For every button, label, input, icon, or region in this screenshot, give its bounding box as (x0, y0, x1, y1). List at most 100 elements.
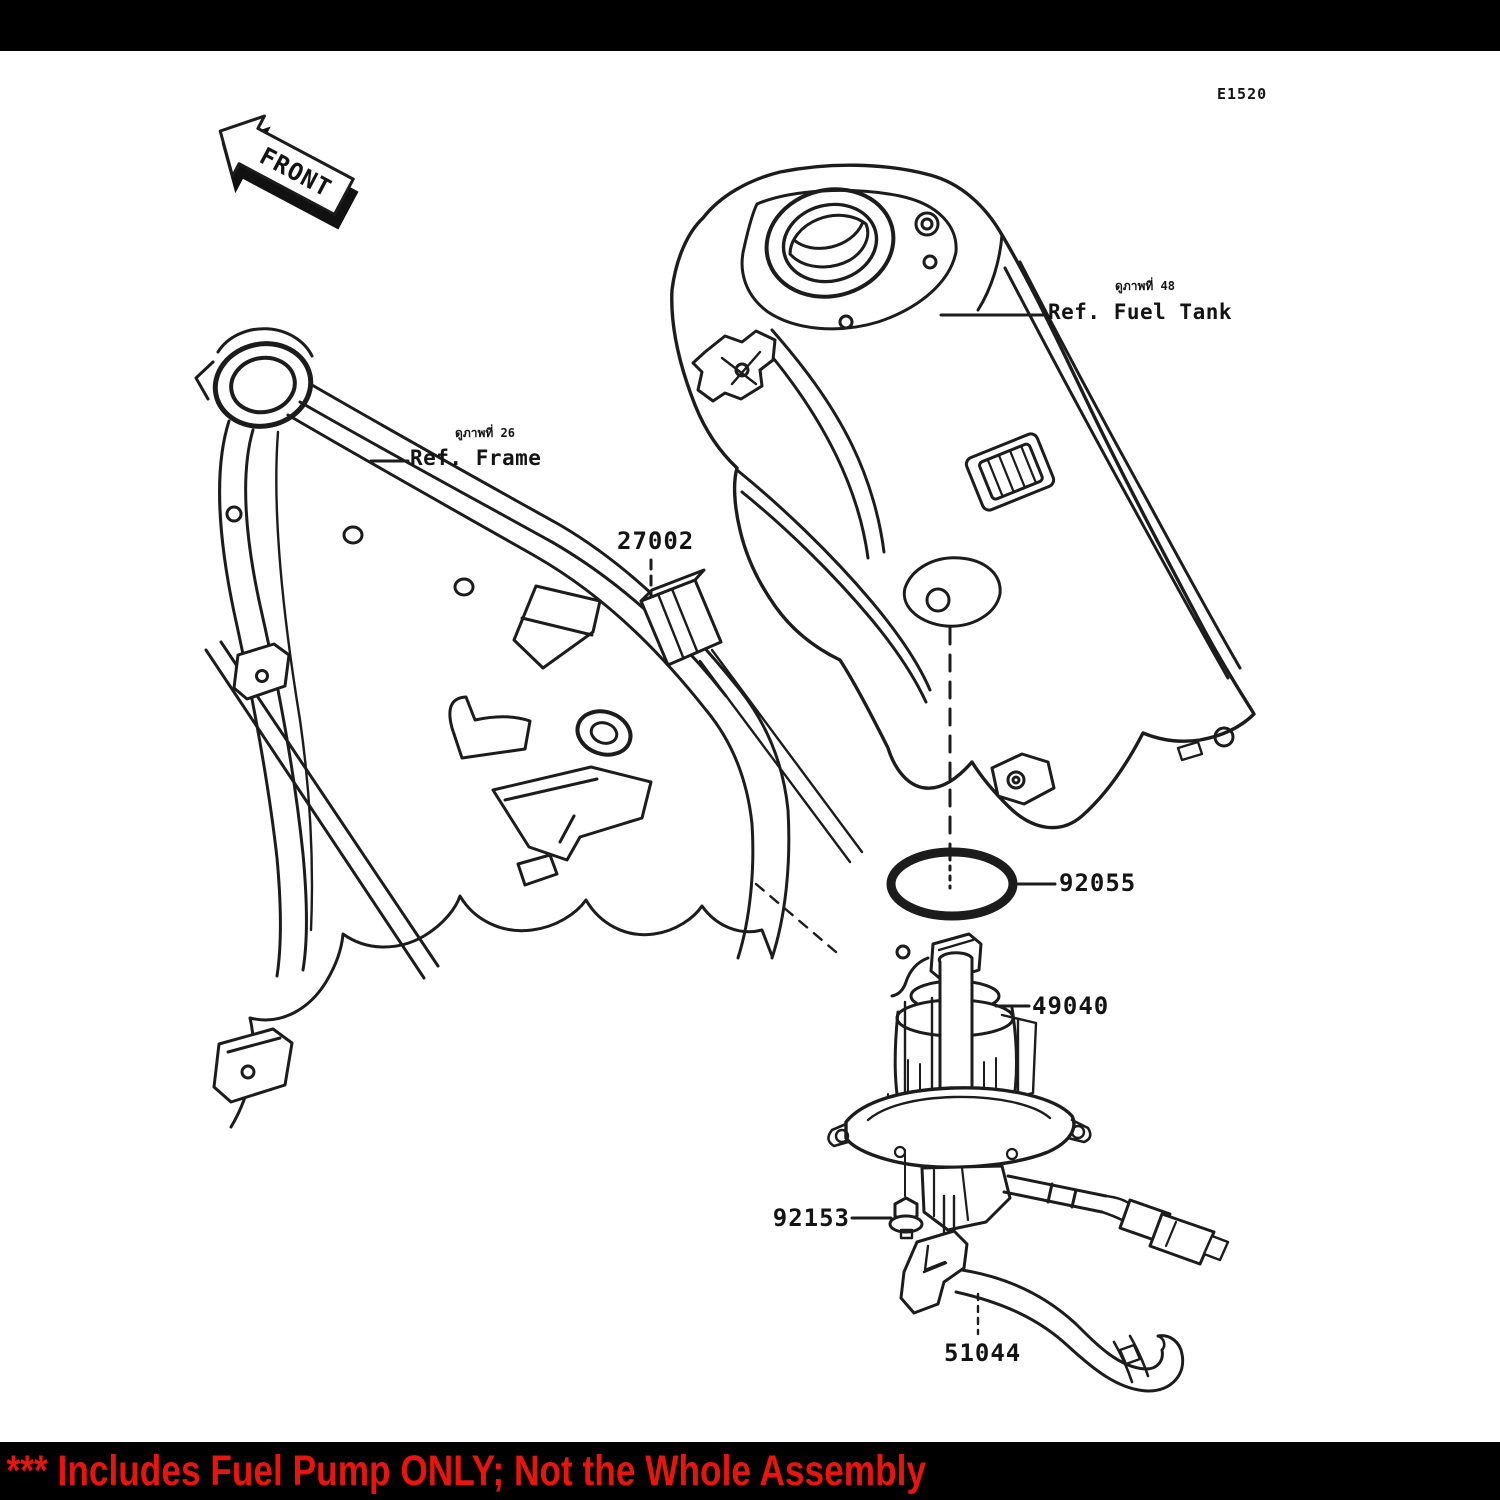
relay-ribs (656, 587, 699, 659)
pump-ear (827, 1122, 850, 1148)
ref-frame-label: Ref. Frame (410, 446, 542, 470)
part-label-o-ring: 92055 (1059, 869, 1137, 897)
tank-outline (670, 163, 1256, 830)
tank-damper-inner (978, 442, 1044, 501)
ref-fuel-tank-thai-note: ดูภาพที่ 48 (1115, 279, 1175, 293)
frame-hole (342, 525, 364, 545)
tank-vent-hole (914, 211, 940, 237)
part-label-hose: 51044 (944, 1339, 1022, 1367)
pump-cable-connector (1148, 1212, 1216, 1266)
bolt-drawing (888, 1149, 924, 1240)
pump-connector-line (1164, 1220, 1178, 1248)
tank-flange-hole (1006, 770, 1026, 790)
tank-crease (770, 328, 886, 554)
frame-bracket (448, 695, 532, 760)
frame-downtube (218, 419, 282, 978)
pump-ear-hole (1070, 1124, 1086, 1140)
frame-spar (286, 413, 755, 960)
frame-tab (194, 360, 215, 401)
pump-flange-hole (1005, 1147, 1019, 1161)
head-tube-ring (212, 341, 314, 429)
tank-damper (964, 432, 1056, 512)
fuel-pump-drawing (827, 932, 1230, 1266)
tank-damper-body (964, 432, 1056, 512)
frame-downtube (244, 428, 308, 972)
relay-drawing (639, 568, 864, 954)
frame-hole (225, 505, 243, 523)
pump-ear-hole (834, 1128, 850, 1144)
relay-top (639, 568, 706, 603)
front-arrow-body (218, 114, 355, 216)
bottom-black-bar: *** Includes Fuel Pump ONLY; Not the Who… (0, 1442, 1500, 1500)
tank-vent-hole (920, 217, 934, 231)
pump-valve-line (932, 1166, 970, 1222)
hose-clamp-screw (1118, 1343, 1142, 1366)
leader-lines (369, 313, 1057, 1220)
head-tube-ring-inner (229, 355, 297, 415)
hose-tube (954, 1290, 1185, 1393)
hose-elbow (899, 1229, 969, 1315)
tank-flange-hole (1213, 726, 1235, 748)
frame-bracket-hole (255, 669, 269, 683)
tank-side-edge (735, 468, 932, 692)
tank-filler-cap-line (792, 222, 864, 250)
tank-crease (756, 338, 870, 560)
top-black-bar (0, 0, 1500, 51)
pump-outlet-tube (1002, 1174, 1108, 1214)
diagram-code: E1520 (1217, 85, 1268, 103)
frame-drawing (194, 327, 791, 1129)
frame-bracket (212, 1027, 294, 1104)
frame-break-edge (229, 894, 774, 1129)
tank-filler-ring (764, 187, 896, 299)
tank-damper-ribs (986, 444, 1038, 498)
relay-strap (698, 648, 864, 864)
tank-seam (1018, 260, 1242, 670)
o-ring-drawing (886, 847, 1018, 921)
hose-drawing (899, 1229, 1185, 1393)
bolt-tip (899, 1228, 914, 1240)
frame-hole (453, 577, 475, 597)
fuel-tank-drawing (670, 163, 1256, 830)
head-tube-rim (216, 327, 314, 358)
tank-seam (1003, 266, 1230, 680)
pump-body-line (903, 996, 934, 1100)
tank-filler-ring-inner (781, 202, 879, 284)
tank-filler-boss (740, 188, 958, 331)
hose-end (1156, 1334, 1166, 1352)
part-label-relay: 27002 (617, 527, 695, 555)
frame-bracket (491, 765, 653, 862)
tank-flange-hole (1011, 775, 1021, 785)
pump-terminal (895, 944, 911, 960)
front-arrow-icon: FRONT (218, 114, 359, 230)
frame-downtube-inner (275, 430, 314, 932)
hose-tube (960, 1268, 1164, 1371)
pump-column (937, 951, 974, 1122)
tank-notch (1176, 740, 1204, 762)
tank-bracket-line (720, 350, 762, 386)
part-label-fuel-pump: 49040 (1032, 992, 1110, 1020)
pump-wire (890, 956, 930, 998)
frame-bracket-hole (240, 1064, 256, 1080)
tank-screw-hole (838, 314, 854, 330)
pump-ear (1066, 1118, 1092, 1144)
pump-connector-nub (1202, 1234, 1230, 1262)
bolt-flange (888, 1214, 924, 1234)
ref-frame-thai-note: ดูภาพที่ 26 (455, 426, 515, 440)
frame-line (204, 648, 426, 980)
tank-side-edge (740, 490, 928, 704)
frame-grommet (575, 709, 633, 757)
pump-flange-plate (844, 1086, 1076, 1169)
tank-seam (976, 233, 1004, 312)
seller-note-text: *** Includes Fuel Pump ONLY; Not the Who… (6, 1446, 927, 1495)
frame-spar (310, 383, 791, 960)
part-label-bolt: 92153 (772, 1204, 850, 1232)
tank-filler-cap (788, 213, 870, 269)
pump-connector-line (937, 938, 975, 952)
frame-bracket-line (520, 616, 594, 637)
hose-elbow-line (922, 1244, 948, 1274)
frame-bracket-line (226, 1036, 282, 1054)
tank-pump-opening-hole (925, 587, 951, 613)
pump-hatch (907, 1057, 997, 1113)
